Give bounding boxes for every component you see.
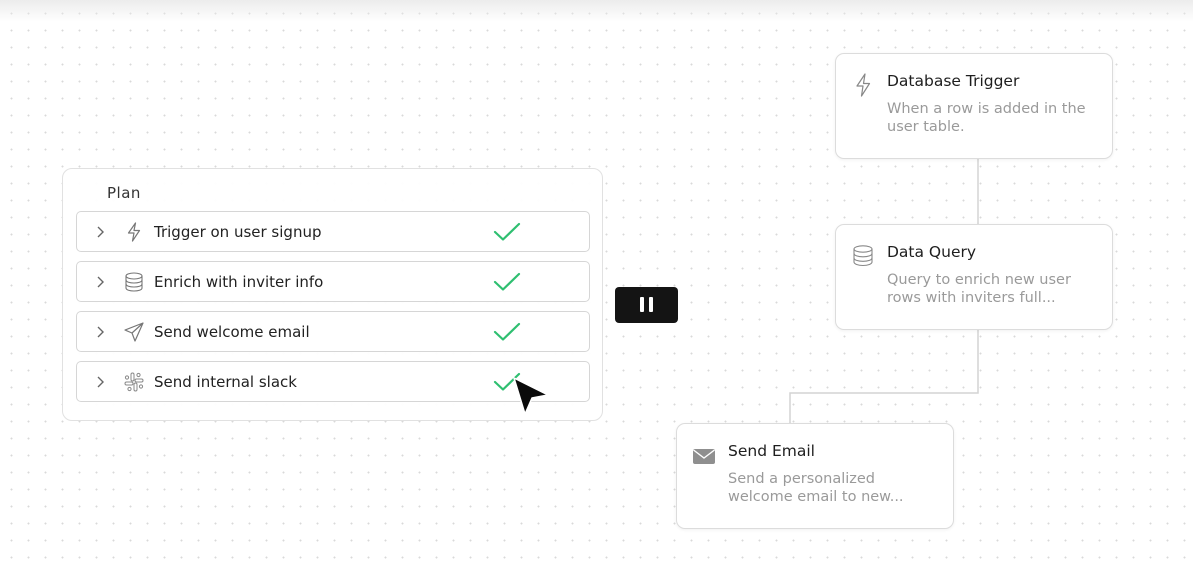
- flow-node-data-query[interactable]: Data Query Query to enrich new user rows…: [835, 224, 1113, 330]
- pause-icon: [649, 297, 653, 312]
- slack-icon: [124, 372, 144, 392]
- plan-step-label: Send welcome email: [154, 323, 310, 341]
- chevron-right-icon[interactable]: [95, 323, 107, 341]
- node-description: When a row is added in the user table.: [887, 101, 1086, 135]
- plan-panel: Plan Trigger on user signup Enrich with …: [62, 168, 603, 421]
- plan-step-label: Enrich with inviter info: [154, 273, 324, 291]
- plan-step-slack[interactable]: Send internal slack: [76, 361, 590, 402]
- chevron-right-icon[interactable]: [95, 273, 107, 291]
- node-title: Send Email: [728, 442, 815, 460]
- node-title: Database Trigger: [887, 72, 1020, 90]
- plan-step-label: Trigger on user signup: [154, 223, 322, 241]
- checkmark-icon: [493, 322, 521, 341]
- flow-node-database-trigger[interactable]: Database Trigger When a row is added in …: [835, 53, 1113, 159]
- node-description: Query to enrich new user rows with invit…: [887, 272, 1071, 306]
- pause-icon: [640, 297, 644, 312]
- flow-node-send-email[interactable]: Send Email Send a personalized welcome e…: [676, 423, 954, 529]
- plan-title: Plan: [107, 184, 141, 202]
- paper-plane-icon: [124, 322, 144, 342]
- database-icon: [125, 272, 143, 292]
- chevron-right-icon[interactable]: [95, 223, 107, 241]
- node-description: Send a personalized welcome email to new…: [728, 471, 904, 505]
- database-icon: [853, 245, 873, 267]
- node-title: Data Query: [887, 243, 977, 261]
- lightning-icon: [856, 73, 871, 97]
- checkmark-icon: [493, 272, 521, 291]
- envelope-icon: [693, 449, 715, 464]
- chevron-right-icon[interactable]: [95, 373, 107, 391]
- plan-step-enrich[interactable]: Enrich with inviter info: [76, 261, 590, 302]
- pointer-cursor-icon: [513, 377, 549, 415]
- lightning-icon: [127, 222, 141, 242]
- top-edge-shadow: [0, 0, 1193, 22]
- plan-step-trigger[interactable]: Trigger on user signup: [76, 211, 590, 252]
- plan-step-email[interactable]: Send welcome email: [76, 311, 590, 352]
- plan-step-label: Send internal slack: [154, 373, 297, 391]
- pause-button[interactable]: [615, 287, 678, 323]
- checkmark-icon: [493, 222, 521, 241]
